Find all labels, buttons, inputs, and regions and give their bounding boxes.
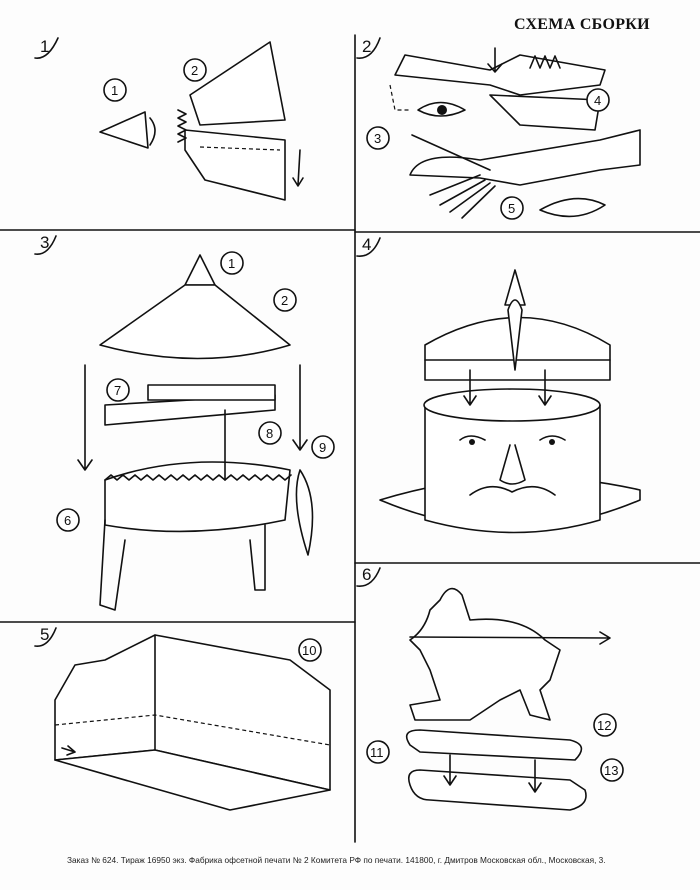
part-callout: 9 <box>319 440 326 455</box>
part-callout: 12 <box>597 718 611 733</box>
step-number: 1 <box>40 37 49 56</box>
part-callout: 10 <box>302 643 316 658</box>
step-number: 5 <box>40 625 49 644</box>
page-title: СХЕМА СБОРКИ <box>514 16 650 33</box>
part-callout: 13 <box>604 763 618 778</box>
step-number: 6 <box>362 565 371 584</box>
panel-step-1: 1 1 2 <box>34 37 304 201</box>
part-callout: 2 <box>191 63 198 78</box>
part-callout: 1 <box>111 83 118 98</box>
print-imprint: Заказ № 624. Тираж 16950 экз. Фабрика оф… <box>67 855 606 865</box>
part-callout: 8 <box>266 426 273 441</box>
step-number: 3 <box>40 233 49 252</box>
step-number: 4 <box>362 235 371 254</box>
part-callout: 11 <box>370 745 384 760</box>
panel-step-2: 2 3 4 5 <box>356 37 641 220</box>
part-callout: 1 <box>228 256 235 271</box>
part-callout: 7 <box>114 383 121 398</box>
panel-step-5: 5 10 <box>34 625 331 811</box>
panel-step-4: 4 <box>356 235 641 534</box>
part-callout: 3 <box>374 131 381 146</box>
part-callout: 5 <box>508 201 515 216</box>
panel-step-6: 6 11 12 13 <box>356 565 624 811</box>
panel-dividers <box>0 34 700 843</box>
panel-step-3: 3 1 2 6 7 8 9 <box>34 233 335 611</box>
part-callout: 4 <box>594 93 601 108</box>
step-number: 2 <box>362 37 371 56</box>
part-callout: 2 <box>281 293 288 308</box>
part-callout: 6 <box>64 513 71 528</box>
